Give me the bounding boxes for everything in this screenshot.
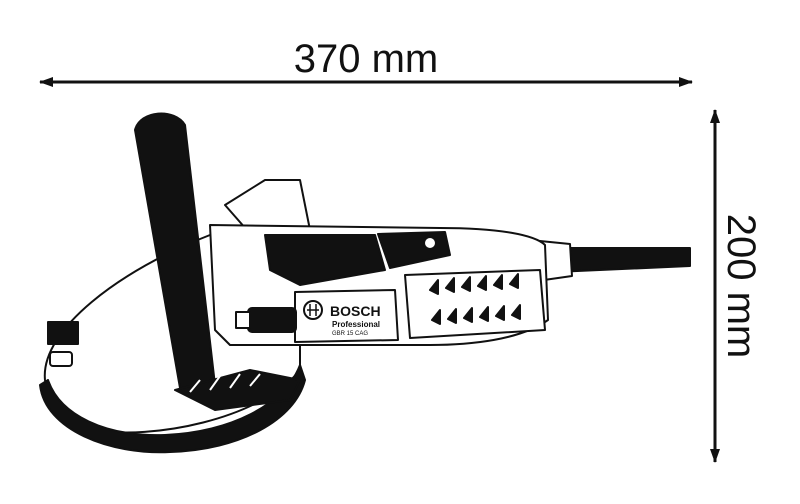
width-label: 370 mm	[294, 37, 439, 81]
height-label: 200 mm	[719, 214, 763, 359]
guard-latch	[47, 321, 79, 345]
model-name: GBR 15 CAG	[332, 331, 368, 337]
power-switch	[247, 307, 297, 333]
product-line: Professional	[332, 320, 380, 329]
grinder-illustration	[39, 112, 691, 454]
air-vents	[404, 269, 546, 339]
brand-logo: BOSCH Professional GBR 15 CAG	[303, 300, 381, 337]
grip-texture-top	[264, 234, 386, 286]
width-dimension: 370 mm	[39, 37, 693, 87]
brand-name: BOSCH	[330, 303, 381, 319]
height-dimension: 200 mm	[710, 109, 763, 463]
grinding-disc	[39, 364, 306, 454]
